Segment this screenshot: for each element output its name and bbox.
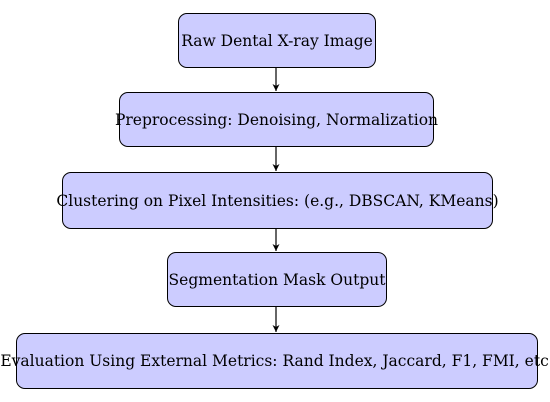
node-preprocessing: Preprocessing: Denoising, Normalization — [115, 92, 438, 147]
node-segmentation-mask: Segmentation Mask Output — [167, 252, 387, 307]
node-label: Clustering on Pixel Intensities: (e.g., … — [56, 191, 499, 210]
node-raw-xray-image: Raw Dental X-ray Image — [178, 13, 376, 68]
node-label: Segmentation Mask Output — [168, 270, 386, 289]
node-label: Evaluation Using External Metrics: Rand … — [0, 352, 550, 370]
node-clustering: Clustering on Pixel Intensities: (e.g., … — [56, 172, 499, 229]
node-label: Raw Dental X-ray Image — [181, 31, 373, 50]
node-evaluation: Evaluation Using External Metrics: Rand … — [0, 333, 550, 389]
node-label: Preprocessing: Denoising, Normalization — [114, 110, 439, 129]
